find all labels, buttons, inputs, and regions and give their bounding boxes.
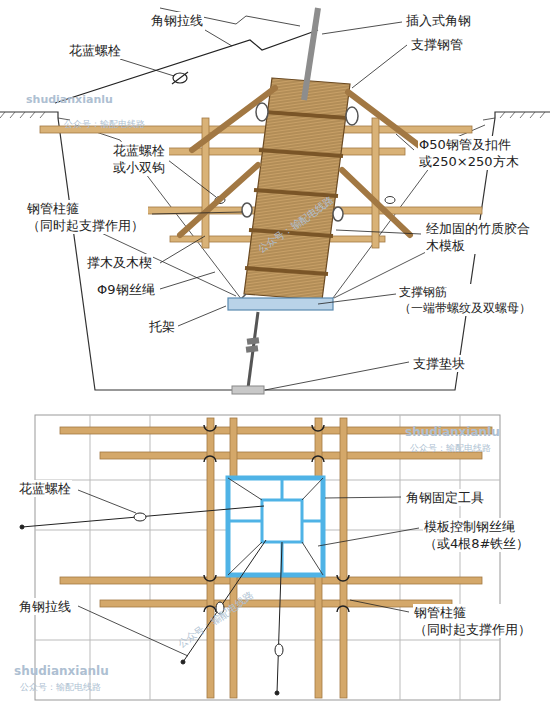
part-label: 角钢固定工具 (405, 489, 485, 506)
plan-angle-guy-wires (181, 660, 185, 664)
leader-lines (318, 528, 419, 546)
plan-steel-pipes (60, 577, 482, 584)
part-label: 花蓝螺栓 (68, 42, 122, 59)
leader-lines (78, 490, 136, 513)
plan-angle-guy-wires (134, 513, 146, 521)
leader-lines (318, 294, 396, 304)
plan-grid (35, 415, 500, 700)
leader-lines (265, 362, 409, 390)
watermark: shudianxianlu (14, 664, 109, 678)
leader-lines (336, 230, 421, 234)
plan-steel-pipes (100, 600, 452, 607)
plan-formwork (228, 478, 323, 575)
part-label: 支撑钢管 (410, 36, 464, 53)
part-label: 花蓝螺栓 (18, 480, 72, 497)
inserted-angle-steel (304, 8, 318, 100)
bracket-tray (228, 298, 333, 310)
plan-formwork (228, 478, 323, 575)
leader-lines (120, 59, 174, 76)
leader-lines (78, 22, 421, 656)
plan-wire-ropes (228, 478, 323, 575)
support-rod (232, 312, 264, 394)
watermark: shudianxianlu (405, 425, 500, 439)
part-label: 托架 (148, 318, 176, 335)
support-rod (232, 386, 264, 394)
bamboo-formwork (244, 78, 350, 300)
plan-steel-pipes (100, 452, 482, 459)
part-label: 花蓝螺栓 或小双钩 (112, 142, 169, 176)
leader-lines (396, 134, 414, 150)
plan-grid (35, 415, 500, 700)
bamboo-formwork (244, 78, 350, 300)
leader-lines (178, 306, 226, 326)
part-label: 钢管柱箍 （同时起支撑作用） (26, 200, 148, 234)
plan-angle-guy-wires (275, 691, 279, 695)
bracket-tray (228, 294, 333, 310)
part-label: 模板控制钢丝绳 （或4根8#铁丝） (423, 518, 534, 552)
watermark: 公众号：输配电线路 (20, 681, 101, 694)
part-label: 角钢拉线 (18, 598, 72, 615)
part-label: 经加固的竹质胶合 木模板 (425, 220, 534, 254)
plan-grid (35, 415, 500, 700)
support-rod (247, 337, 260, 344)
part-label: 钢管柱箍 （同时起支撑作用） (413, 604, 535, 638)
plan-angle-guy-wires (275, 644, 283, 656)
leader-lines (160, 272, 215, 289)
part-label: 撑木及木楔 (86, 254, 153, 271)
watermark: shudianxianlu (26, 93, 113, 106)
pipe-clamps (242, 103, 358, 221)
pipe-clamps (333, 207, 343, 221)
inserted-angle-steel (304, 8, 318, 100)
watermark: 公众号：输配电线路 (64, 118, 145, 131)
part-label: Φ50钢管及扣件 或250×250方木 (418, 136, 523, 170)
leader-lines (352, 45, 407, 88)
leader-lines (325, 497, 401, 498)
plan-steel-pipes (60, 418, 492, 698)
angle-guy-wire (172, 72, 188, 84)
part-label: 支撑垫块 (412, 355, 466, 372)
leader-lines (168, 160, 216, 197)
plan-clamps (204, 425, 349, 612)
pipe-clamps (242, 203, 252, 217)
plan-angle-guy-wires (20, 525, 24, 529)
plan-formwork (228, 478, 323, 575)
leader-lines (322, 22, 402, 34)
plan-steel-pipes (340, 418, 347, 698)
leader-lines (205, 30, 232, 46)
plan-clamps (204, 425, 349, 612)
steel-pipe-beams (372, 118, 379, 248)
part-label: 角钢拉线 (150, 12, 204, 29)
wire-ropes (385, 197, 395, 204)
plan-formwork (262, 500, 302, 542)
part-label: 插入式角钢 (405, 12, 472, 29)
plan-steel-pipes (207, 418, 214, 698)
leader-lines (152, 212, 242, 214)
pipe-clamps (256, 103, 268, 121)
plan-wire-ropes (228, 478, 323, 575)
bamboo-formwork (245, 112, 348, 274)
leader-lines (160, 236, 205, 263)
pipe-clamps (346, 107, 358, 125)
angle-guy-wire (173, 73, 187, 83)
support-rod (246, 345, 259, 352)
part-label: 支撑钢筋 （一端带螺纹及双螺母） (398, 284, 535, 316)
leader-lines (78, 606, 188, 656)
part-label: Φ9钢丝绳 (96, 281, 156, 298)
watermark: 公众号：输配电线路 (175, 588, 257, 651)
leader-lines (350, 600, 409, 612)
watermark: 公众号：输配电线路 (410, 442, 491, 455)
